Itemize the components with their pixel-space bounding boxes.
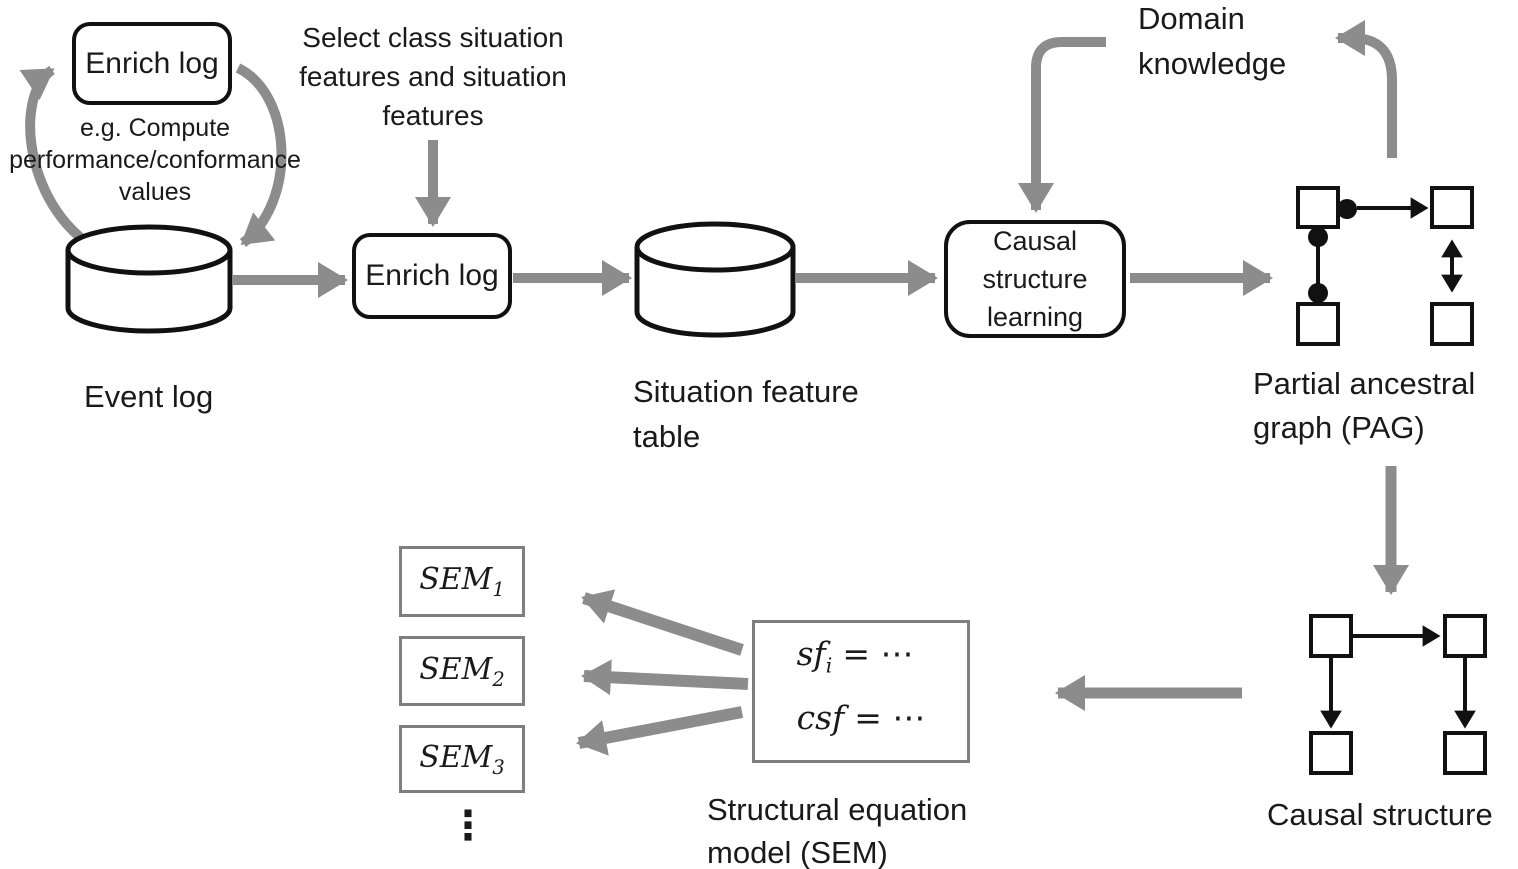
pag-circle-mark-lower bbox=[1308, 283, 1328, 303]
sem2-base: SEM bbox=[419, 651, 493, 687]
enrich-log-loop-label: Enrich log bbox=[85, 46, 219, 80]
pag-label-line1: Partial ancestral bbox=[1253, 366, 1476, 401]
pag-circle-mark-top bbox=[1337, 199, 1357, 219]
situation-table-cylinder bbox=[634, 221, 796, 338]
causal-learning-line2: structure bbox=[982, 264, 1088, 294]
pag-graph bbox=[1296, 186, 1474, 346]
loop-note-line2: performance/conformance bbox=[9, 146, 301, 174]
loop-note-line3: values bbox=[118, 178, 192, 206]
enrich-log-loop-box: Enrich log bbox=[72, 22, 232, 105]
select-note-line3: features bbox=[382, 100, 484, 131]
domain-knowledge-line2: knowledge bbox=[1138, 46, 1287, 81]
pag-label-line2: graph (PAG) bbox=[1253, 410, 1425, 445]
causal-structure-graph bbox=[1309, 614, 1487, 775]
arrow-pag-to-domainknowledge bbox=[1335, 20, 1397, 158]
cs-node-top-left bbox=[1309, 614, 1353, 658]
cs-node-bottom-left bbox=[1309, 731, 1353, 775]
pag-node-bottom-right bbox=[1430, 302, 1474, 346]
sem3-subscript: 3 bbox=[492, 755, 505, 779]
loop-arc-down-arrow bbox=[235, 63, 287, 247]
sem3-box: SEM3 bbox=[399, 725, 525, 793]
causal-learning-line1: Causal bbox=[992, 226, 1078, 256]
sem-label-line2: model (SEM) bbox=[707, 835, 888, 869]
sem-eq2-rhs: = ⋯ bbox=[854, 697, 926, 737]
arrow-sem-to-sem3 bbox=[576, 706, 744, 756]
sem1-label: SEM1 bbox=[419, 562, 505, 601]
causal-structure-label: Causal structure bbox=[1267, 797, 1493, 832]
pag-node-top-right bbox=[1430, 186, 1474, 229]
enrich-log-label: Enrich log bbox=[365, 259, 499, 292]
sem1-box: SEM1 bbox=[399, 546, 525, 617]
situation-table-label: Situation feature table bbox=[633, 369, 859, 459]
arrow-domainknowledge-to-learning bbox=[1018, 37, 1106, 213]
causal-learning-line3: learning bbox=[986, 302, 1084, 332]
situation-table-label-line2: table bbox=[633, 419, 701, 454]
select-note-line2: features and situation bbox=[299, 61, 567, 92]
event-log-cylinder bbox=[65, 224, 233, 334]
sem-label-line1: Structural equation bbox=[707, 792, 968, 827]
pag-node-bottom-left bbox=[1296, 302, 1340, 346]
sem3-label: SEM3 bbox=[419, 740, 505, 779]
select-note-line1: Select class situation bbox=[302, 22, 564, 53]
sem-eq2-lhs: csf bbox=[796, 697, 845, 737]
pag-label: Partial ancestral graph (PAG) bbox=[1253, 362, 1475, 450]
event-log-label: Event log bbox=[84, 379, 214, 414]
sem3-base: SEM bbox=[419, 739, 493, 775]
more-sem-ellipsis: ⋮ bbox=[448, 804, 488, 848]
sem-eq1-subscript: i bbox=[825, 653, 833, 678]
select-features-note: Select class situation features and situ… bbox=[288, 18, 578, 135]
loop-note: e.g. Compute performance/conformance val… bbox=[3, 112, 307, 208]
sem-label: Structural equation model (SEM) bbox=[707, 788, 967, 869]
sem1-subscript: 1 bbox=[492, 578, 505, 601]
sem-eq1-lhs: sf bbox=[796, 633, 826, 673]
pag-node-top-left bbox=[1296, 186, 1340, 229]
sem-equation-1: sfi = ⋯ bbox=[797, 628, 926, 692]
loop-note-line1: e.g. Compute bbox=[79, 114, 231, 142]
enrich-log-box: Enrich log bbox=[352, 233, 512, 319]
sem2-box: SEM2 bbox=[399, 636, 525, 706]
cs-node-bottom-right bbox=[1443, 731, 1487, 775]
pag-circle-mark-upper bbox=[1308, 227, 1328, 247]
causal-structure-learning-box: Causal structure learning bbox=[944, 220, 1126, 338]
domain-knowledge-label: Domain knowledge bbox=[1138, 0, 1286, 86]
arrow-sem-to-sem1 bbox=[581, 589, 744, 656]
situation-table-label-line1: Situation feature bbox=[633, 374, 859, 409]
domain-knowledge-line1: Domain bbox=[1138, 1, 1245, 36]
sem-equation-2: csf= ⋯ bbox=[797, 692, 926, 756]
sem-eq1-rhs: = ⋯ bbox=[842, 633, 914, 673]
sem1-base: SEM bbox=[419, 562, 493, 597]
arrow-sem-to-sem2 bbox=[581, 659, 749, 696]
sem-equation-box: sfi= ⋯ csf= ⋯ bbox=[752, 620, 970, 763]
cs-node-top-right bbox=[1443, 614, 1487, 658]
sem2-subscript: 2 bbox=[492, 667, 505, 691]
sem2-label: SEM2 bbox=[419, 652, 505, 691]
